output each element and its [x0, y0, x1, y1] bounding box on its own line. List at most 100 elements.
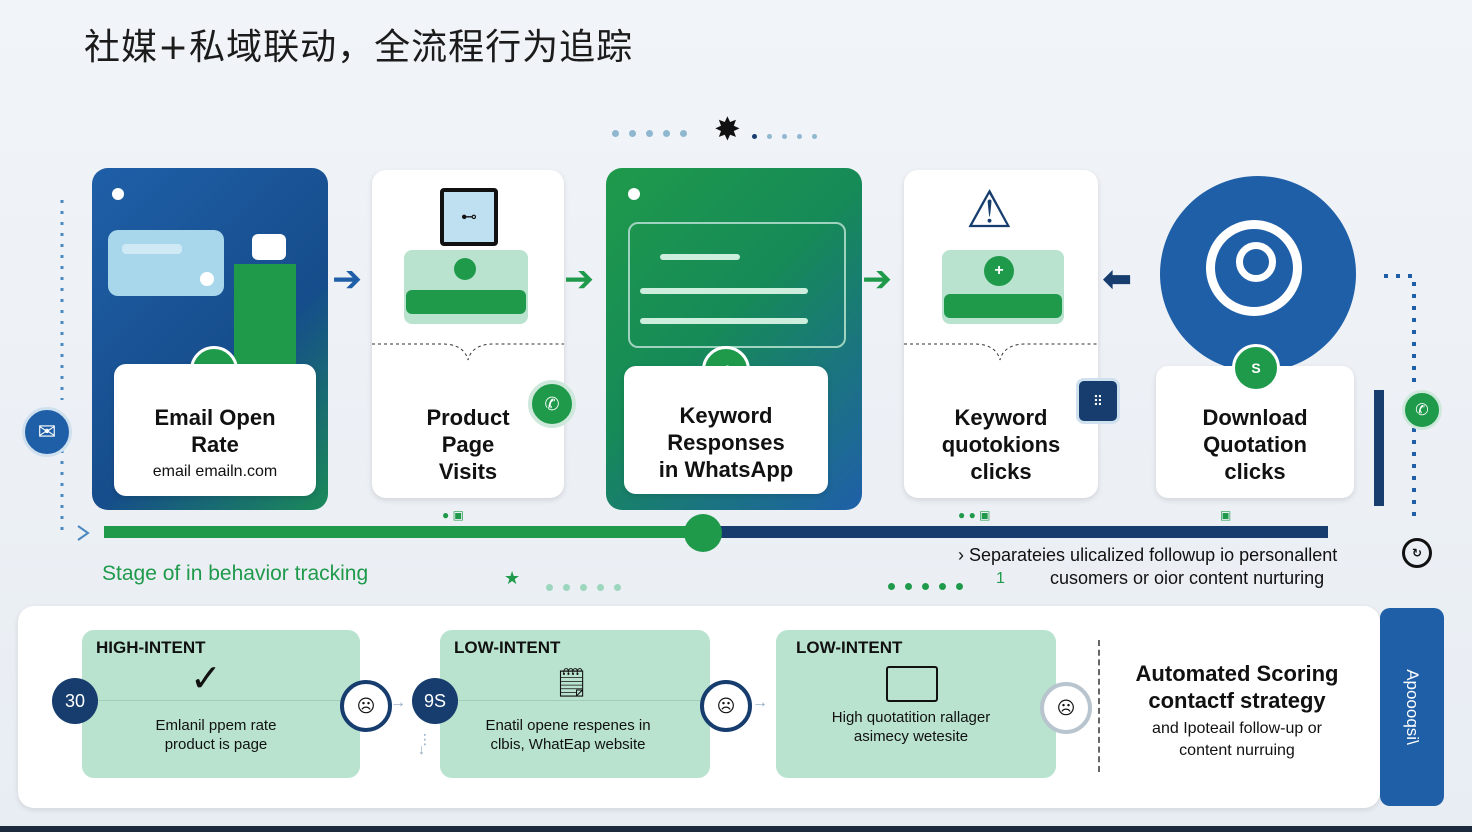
- card-email-open-rate[interactable]: 1 Email Open Rate email emailn.com: [92, 168, 328, 510]
- score-badge: 9S: [412, 678, 458, 724]
- left-flow-line: [60, 200, 90, 541]
- dashed-separator: [1098, 640, 1102, 772]
- browser-icon: ⊷: [440, 188, 498, 246]
- star-icon: ★: [504, 568, 521, 588]
- intent-card-low[interactable]: LOW-INTENT 🗒 Enatil opene respenes in cl…: [440, 630, 710, 778]
- arrow-right-icon: ➔: [862, 258, 893, 299]
- arrow-right-icon: ➔: [564, 258, 595, 299]
- card-dot: [112, 188, 124, 200]
- intent-card-low-2[interactable]: LOW-INTENT High quotatition rallager asi…: [776, 630, 1056, 778]
- connector-dots: ● ● ▣: [958, 508, 991, 522]
- warning-icon: ⚠: [966, 181, 1013, 239]
- card-title-line2: Rate: [191, 432, 239, 457]
- card-keyword-quotation-clicks[interactable]: ⚠ + Keyword quotokions clicks: [904, 170, 1098, 498]
- note-line2: cusomers or oior content nurturing: [1050, 568, 1325, 588]
- card-title-line3: in WhatsApp: [658, 457, 794, 482]
- divider: [82, 700, 360, 701]
- arrow-right-icon: →: [390, 694, 406, 711]
- refresh-icon[interactable]: ↻: [1402, 538, 1432, 568]
- card-title-line1: Product: [426, 405, 510, 430]
- intent-body-line2: clbis, WhatEap website: [490, 736, 646, 753]
- card-title-line3: clicks: [970, 459, 1032, 484]
- face-icon: ☹: [1040, 682, 1092, 734]
- connector-dots: ▣: [1220, 508, 1232, 522]
- card-title-line1: Keyword: [679, 403, 773, 428]
- side-tab-label: Apoooqsi\: [1403, 669, 1422, 745]
- card-label-panel: Email Open Rate email emailn.com: [114, 364, 316, 496]
- score-badge: 30: [52, 678, 98, 724]
- chat-bubble-icon: [252, 234, 286, 260]
- intent-body-line1: Enatil opene respenes in: [485, 717, 651, 734]
- green-bar-illustration: [234, 264, 296, 370]
- right-bar: [1374, 390, 1384, 506]
- card-download-quotation[interactable]: S Download Quotation clicks: [1156, 344, 1354, 498]
- strategy-block: Automated Scoring contactf strategy and …: [1112, 660, 1362, 762]
- connector-dots: ● ▣: [442, 508, 464, 522]
- dashed-divider: [904, 343, 1098, 361]
- intent-card-high[interactable]: HIGH-INTENT ✓ Emlanil ppem rate product …: [82, 630, 360, 778]
- note-line1: › Separateies ulicalized followup io per…: [958, 545, 1338, 565]
- intent-body-line1: Emlanil ppem rate: [155, 717, 277, 734]
- card-title-line2: Responses: [667, 430, 785, 455]
- card-label: Product Page Visits: [372, 404, 564, 485]
- mail-icon[interactable]: ✉: [22, 407, 72, 457]
- intent-body-line1: High quotatition rallager: [831, 709, 991, 726]
- card-title-line2: Quotation: [1203, 432, 1307, 457]
- card-title-line2: quotokions: [941, 432, 1061, 457]
- keypad-icon[interactable]: ⠿: [1076, 378, 1120, 424]
- step-badge: S: [1232, 344, 1280, 392]
- page-title: 社媒+私域联动，全流程行为追踪: [84, 27, 634, 68]
- card-subtitle: email emailn.com: [152, 463, 278, 480]
- progress-track-right: [720, 526, 1328, 538]
- note-number: 1: [996, 570, 1005, 587]
- intent-title: LOW-INTENT: [796, 638, 903, 657]
- strategy-line1: Automated Scoring: [1135, 661, 1339, 686]
- window-icon: [886, 666, 938, 702]
- product-illustration: [404, 250, 528, 324]
- card-title-line3: clicks: [1224, 459, 1286, 484]
- intent-title: HIGH-INTENT: [96, 638, 206, 657]
- top-dots-decoration: [612, 124, 697, 142]
- bottom-strip: [0, 826, 1472, 832]
- arrow-left-icon: ⬅: [1102, 258, 1133, 299]
- quotation-illustration: +: [942, 250, 1064, 324]
- card-dot: [628, 188, 640, 200]
- top-dots-decoration-right: [752, 126, 827, 144]
- progress-handle[interactable]: [684, 514, 722, 552]
- strategy-line3: and Ipoteail follow-up or: [1152, 720, 1322, 737]
- dotted-down-arrow: ⋮↓: [418, 731, 432, 757]
- whatsapp-icon[interactable]: ✆: [528, 380, 576, 428]
- whatsapp-icon[interactable]: ✆: [1402, 390, 1442, 430]
- card-product-page-visits[interactable]: ⊷ Product Page Visits: [372, 170, 564, 498]
- card-title-line2: Page: [441, 432, 495, 457]
- face-icon: ☹: [340, 680, 392, 732]
- intent-body-line2: product is page: [164, 736, 268, 753]
- intent-body-line2: asimecy wetesite: [853, 728, 969, 745]
- arrow-right-icon: →: [752, 694, 768, 711]
- card-title-line1: Download: [1202, 405, 1308, 430]
- stage-label: Stage of in behavior tracking: [102, 562, 369, 585]
- dots-decoration: [546, 578, 631, 596]
- card-keyword-responses[interactable]: 4 Keyword Responses in WhatsApp: [606, 168, 862, 510]
- document-icon: 🗒: [554, 667, 590, 698]
- card-title-line3: Visits: [438, 459, 498, 484]
- arrow-right-icon: ➔: [332, 258, 363, 299]
- checkmark-icon: ✓: [190, 658, 222, 700]
- strategy-line4: content nurruing: [1179, 742, 1295, 759]
- intent-title: LOW-INTENT: [454, 638, 561, 657]
- progress-track-left: [104, 526, 688, 538]
- right-flow-line: [1384, 274, 1416, 520]
- dots-decoration: [888, 577, 973, 595]
- card-title-line1: Keyword: [954, 405, 1048, 430]
- card-label: Keyword quotokions clicks: [904, 404, 1098, 485]
- card-title-line1: Email Open: [154, 405, 276, 430]
- dashed-divider: [372, 343, 564, 361]
- side-tab[interactable]: Apoooqsi\: [1380, 608, 1444, 806]
- divider: [440, 700, 710, 701]
- star-icon: ✸: [714, 111, 741, 147]
- strategy-line2: contactf strategy: [1148, 688, 1326, 713]
- chat-circle-icon: [1160, 176, 1356, 372]
- face-icon: ☹: [700, 680, 752, 732]
- credit-card-illustration: [108, 230, 224, 296]
- card-label-panel: Keyword Responses in WhatsApp: [624, 366, 828, 494]
